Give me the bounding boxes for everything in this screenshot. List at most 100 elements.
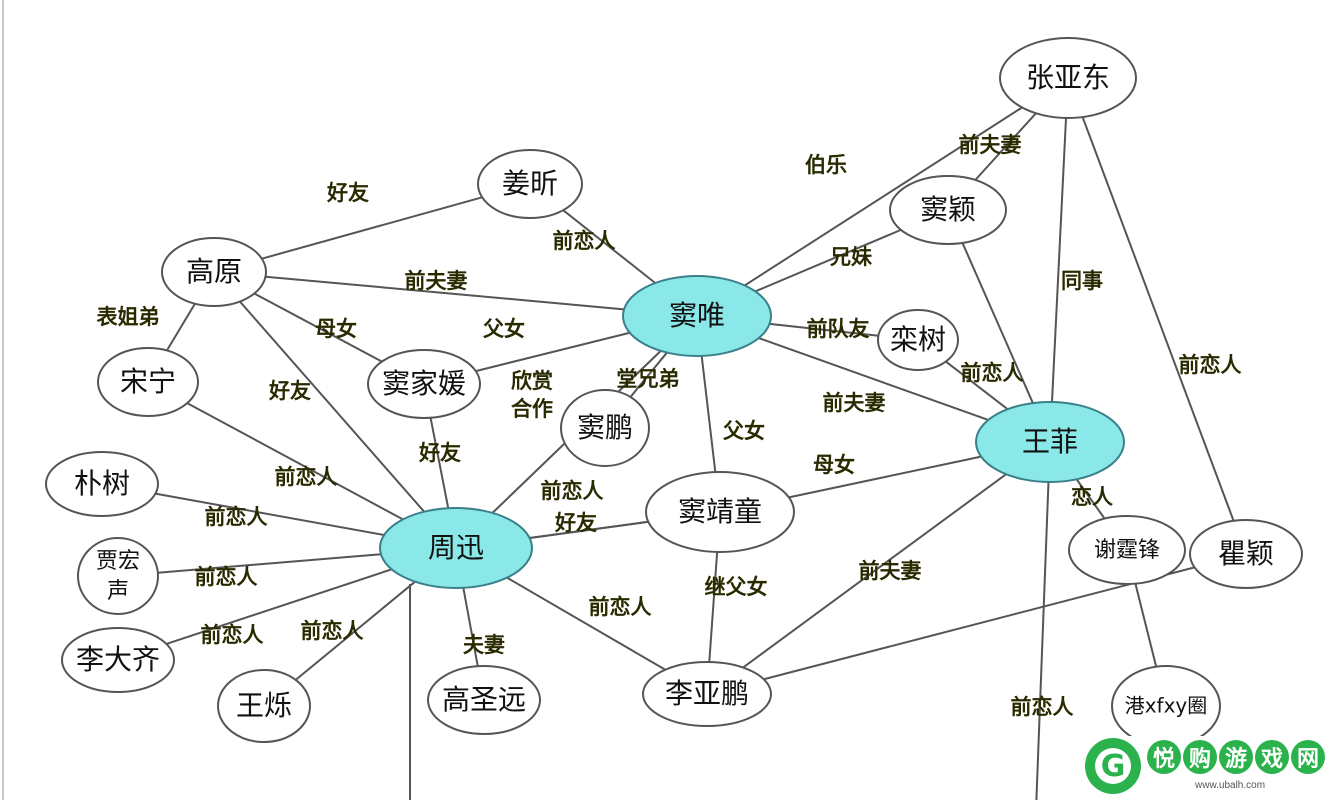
edge-douying-douwei (754, 228, 902, 293)
edge-label: 父女 (723, 419, 765, 443)
edge-label: 堂兄弟 (617, 367, 680, 391)
watermark: G 悦购游戏网 www.ubalh.com (1075, 736, 1330, 800)
edge-zhouxun-gaoshengyuan (462, 587, 479, 667)
node-liyapeng: 李亚鹏 (642, 661, 772, 727)
edge-douwei-doupeng (629, 351, 668, 398)
node-label: 贾宏声 (96, 549, 140, 604)
node-shape (1189, 519, 1303, 589)
nodes-layer: 张亚东姜昕 窦颖高原窦唯栾树宋宁 窦家媛窦鹏 王菲朴树周迅 窦靖童谢霆锋瞿颖 贾宏声李大齐… (45, 37, 1303, 747)
edge-wangfei-xietingfeng (1075, 478, 1106, 520)
edge-label: 好友 (326, 181, 369, 205)
node-xietingfeng: 谢霆锋 (1068, 515, 1186, 585)
node-label: 宋宁 (120, 365, 176, 398)
edge-douwei-wangfei (758, 337, 989, 421)
watermark-brand-char: 戏 (1255, 740, 1289, 774)
edge-wangfei-offscreen (1035, 481, 1050, 800)
node-label: 李亚鹏 (665, 677, 749, 710)
node-label: 栾树 (890, 323, 946, 356)
node-doujingtong: 窦靖童 (645, 471, 795, 553)
edge-zhouxun-liyapeng (506, 576, 666, 671)
node-shape (427, 665, 541, 735)
watermark-brand-char: 购 (1183, 740, 1217, 774)
node-shape (367, 349, 481, 419)
edge-label: 前夫妻 (405, 269, 468, 293)
node-piaoshu: 朴树 (45, 451, 159, 517)
node-jiangxin: 姜昕 (477, 149, 583, 219)
edge-label: 夫妻 (463, 633, 505, 657)
node-label: 港xfxy圈 (1125, 694, 1208, 718)
watermark-brand-char: 游 (1219, 740, 1253, 774)
node-label: 朴树 (74, 467, 130, 500)
edge-label: 前夫妻 (859, 559, 922, 583)
node-shape (622, 275, 772, 357)
edge-doujiayuan-zhouxun (429, 417, 450, 509)
node-luanshu: 栾树 (877, 309, 959, 371)
edge-wangfei-liyapeng (742, 473, 1007, 669)
node-doupeng: 窦鹏 (560, 389, 650, 467)
edge-label: 好友 (418, 441, 461, 465)
edge-label: 前夫妻 (823, 391, 886, 415)
node-shape (645, 471, 795, 553)
watermark-brand-char: 网 (1291, 740, 1325, 774)
edge-lidaqi-zhouxun (166, 568, 392, 645)
edge-gonghongsheng-zhouxun (157, 553, 382, 574)
edge-label: 前夫妻 (959, 133, 1022, 157)
edge-label: 前队友 (807, 317, 870, 341)
node-shape (217, 669, 311, 743)
node-shape (77, 537, 159, 615)
node-label: 窦靖童 (678, 495, 762, 528)
node-zhangyadong: 张亚东 (999, 37, 1137, 119)
node-shape (877, 309, 959, 371)
edge-label: 前恋人 (553, 229, 616, 253)
edge-label: 母女 (315, 317, 357, 341)
node-songning: 宋宁 (97, 347, 199, 417)
node-label: 窦唯 (669, 299, 725, 332)
edge-label: 母女 (813, 453, 855, 477)
node-label: 周迅 (428, 531, 484, 564)
node-label: 高原 (186, 255, 242, 288)
edge-doujiayuan-douwei (475, 331, 631, 373)
edge-label: 前恋人 (961, 361, 1024, 385)
edge-label: 前恋人 (301, 619, 364, 643)
edge-label: 前恋人 (1179, 353, 1242, 377)
edge-quying-liyapeng (763, 566, 1195, 681)
node-label: 窦家媛 (382, 367, 466, 400)
watermark-logo-letter: G (1095, 748, 1131, 784)
node-gaoshengyuan: 高圣远 (427, 665, 541, 735)
edge-label: 前恋人 (205, 505, 268, 529)
edge-zhangyadong-douying (974, 112, 1037, 181)
node-shape (61, 627, 175, 693)
node-label: 王菲 (1022, 425, 1078, 458)
edge-wangshuo-zhouxun (295, 580, 416, 681)
node-douying: 窦颖 (889, 175, 1007, 245)
edge-label: 表姐弟 (97, 305, 160, 329)
edge-piaoshu-zhouxun (155, 492, 385, 536)
node-shape (477, 149, 583, 219)
edge-gaoyuan-zhouxun (239, 300, 425, 513)
node-douwei: 窦唯 (622, 275, 772, 357)
node-shape (45, 451, 159, 517)
edge-label: 伯乐 (805, 153, 847, 177)
node-label: 李大齐 (76, 643, 160, 676)
edge-songning-zhouxun (186, 402, 404, 521)
edge-wangfei-doujingtong (788, 455, 982, 499)
edge-label: 恋人 (1071, 485, 1113, 509)
watermark-brand: 悦购游戏网 (1147, 740, 1325, 774)
node-shape (161, 237, 267, 307)
edge-luanshu-wangfei (945, 360, 1009, 411)
node-shape (97, 347, 199, 417)
edge-label: 好友 (554, 511, 597, 535)
edge-gaoyuan-songning (166, 303, 196, 352)
node-wangshuo: 王烁 (217, 669, 311, 743)
edge-label: 继父女 (705, 575, 768, 599)
edge-label: 父女 (483, 317, 525, 341)
node-quying: 瞿颖 (1189, 519, 1303, 589)
node-lidaqi: 李大齐 (61, 627, 175, 693)
watermark-logo-icon: G (1085, 738, 1141, 794)
edge-labels-layer: 好友前恋人伯乐前夫妻兄妹前夫妻母女父女表姐弟好友前恋人好友欣赏合作堂兄弟前队友父… (97, 133, 1242, 719)
edge-douwei-doujingtong (700, 355, 717, 473)
edge-label: 欣赏合作 (511, 369, 553, 421)
watermark-brand-char: 悦 (1147, 740, 1181, 774)
node-label: 张亚东 (1026, 61, 1110, 94)
